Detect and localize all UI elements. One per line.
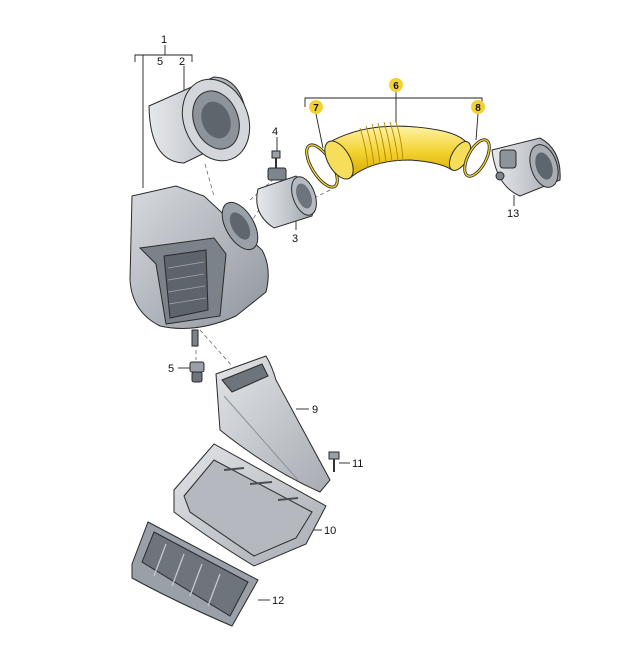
callout-6-badge	[389, 78, 403, 92]
label-part-11: 11	[352, 458, 363, 470]
label-part-8: 8	[475, 103, 481, 114]
label-part-4: 4	[272, 126, 278, 138]
hose-clamp-8	[463, 138, 491, 178]
bracket-6	[304, 97, 483, 107]
label-part-12: 12	[272, 595, 284, 607]
air-mass-sensor	[256, 167, 317, 229]
leader-7	[315, 113, 324, 149]
callout-7-badge	[309, 100, 323, 114]
air-guide-grille	[131, 521, 259, 627]
air-filter-housing	[129, 185, 269, 347]
label-part-5: 5	[168, 363, 174, 375]
assembly-line-f	[309, 189, 331, 201]
leader-8	[475, 113, 479, 141]
label-part-1: 1	[161, 34, 167, 46]
label-part-9: 9	[312, 404, 318, 416]
air-filter-element	[148, 76, 251, 164]
bracket-1	[134, 54, 193, 62]
air-intake-duct	[215, 355, 331, 493]
label-part-6: 6	[393, 81, 399, 92]
label-part-5-top: 5	[157, 56, 163, 68]
label-part-2: 2	[179, 56, 185, 68]
callout-part-6: 6	[389, 78, 403, 92]
label-part-13: 13	[507, 208, 519, 220]
label-part-10: 10	[324, 525, 336, 537]
intake-hose	[324, 121, 472, 180]
callout-part-8: 8	[471, 100, 485, 114]
callout-8-badge	[471, 100, 485, 114]
label-part-7: 7	[313, 103, 319, 114]
duct-lower-section	[173, 443, 327, 567]
screw-part-4	[271, 150, 281, 170]
label-part-3: 3	[292, 233, 298, 245]
drain-valve	[189, 361, 205, 383]
callout-part-7: 7	[309, 100, 323, 114]
assembly-line-e	[204, 163, 215, 197]
leader-lines	[134, 45, 515, 601]
throttle-body	[491, 137, 561, 197]
screw-part-11	[328, 451, 340, 472]
assembly-line-c	[199, 329, 233, 367]
